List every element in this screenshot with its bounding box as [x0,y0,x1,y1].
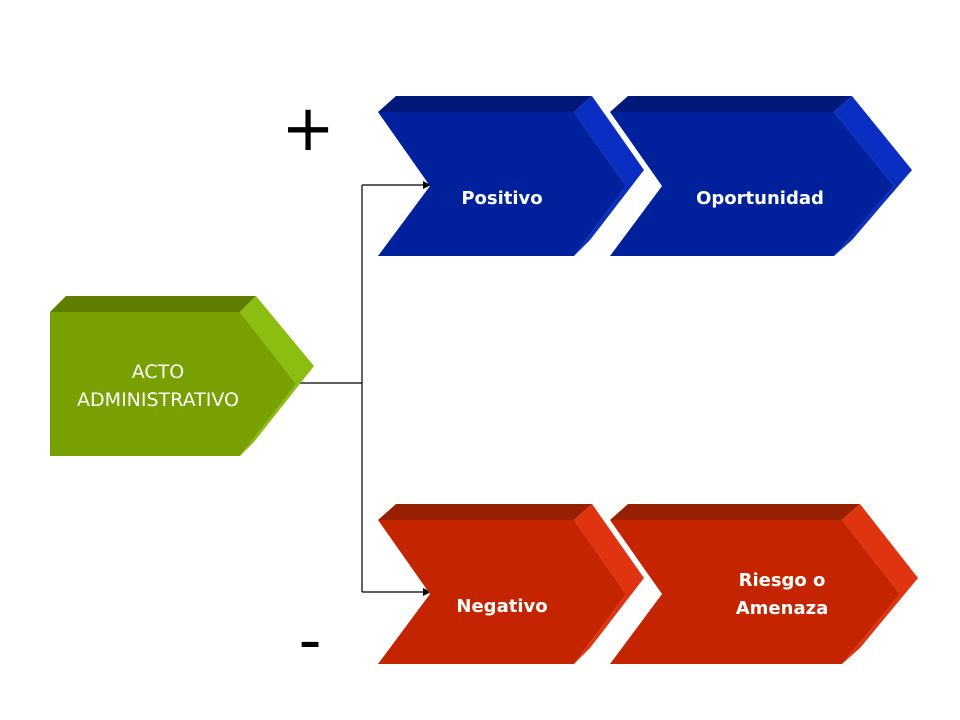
chevron-riesgo-amenaza: Riesgo o Amenaza [610,504,918,664]
source-shape-side [240,296,314,456]
source-label-line1: ACTO [132,361,185,383]
chevron-positivo-label: Positivo [461,188,542,209]
source-shape-face [50,312,296,456]
chevron-riesgo-face [610,520,900,664]
chevron-positivo-top [378,96,592,112]
source-label-line2: ADMINISTRATIVO [77,389,239,411]
chevron-positivo: Positivo [378,96,644,256]
chevron-negativo-side [574,504,644,664]
plus-sign: + [281,92,335,166]
chevron-negativo: Negativo [378,504,644,664]
chevron-oportunidad-side [834,96,912,256]
chevron-oportunidad-label: Oportunidad [696,188,824,209]
minus-sign: - [298,604,321,678]
chevron-positivo-side [574,96,644,256]
chevron-riesgo-side [842,504,918,664]
chevron-negativo-top [378,504,592,520]
chevron-oportunidad-top [610,96,852,112]
chevron-oportunidad-face [610,112,894,256]
chevron-riesgo-label-line1: Riesgo o [739,570,826,591]
chevron-oportunidad: Oportunidad [610,96,912,256]
source-shape-acto-administrativo: ACTO ADMINISTRATIVO [50,296,314,456]
chevron-positivo-face [378,112,626,256]
branch-connector [300,181,431,596]
chevron-riesgo-label-line2: Amenaza [736,598,828,619]
chevron-riesgo-top [610,504,860,520]
chevron-negativo-face [378,520,626,664]
chevron-negativo-label: Negativo [456,596,547,617]
source-shape-top [50,296,256,312]
